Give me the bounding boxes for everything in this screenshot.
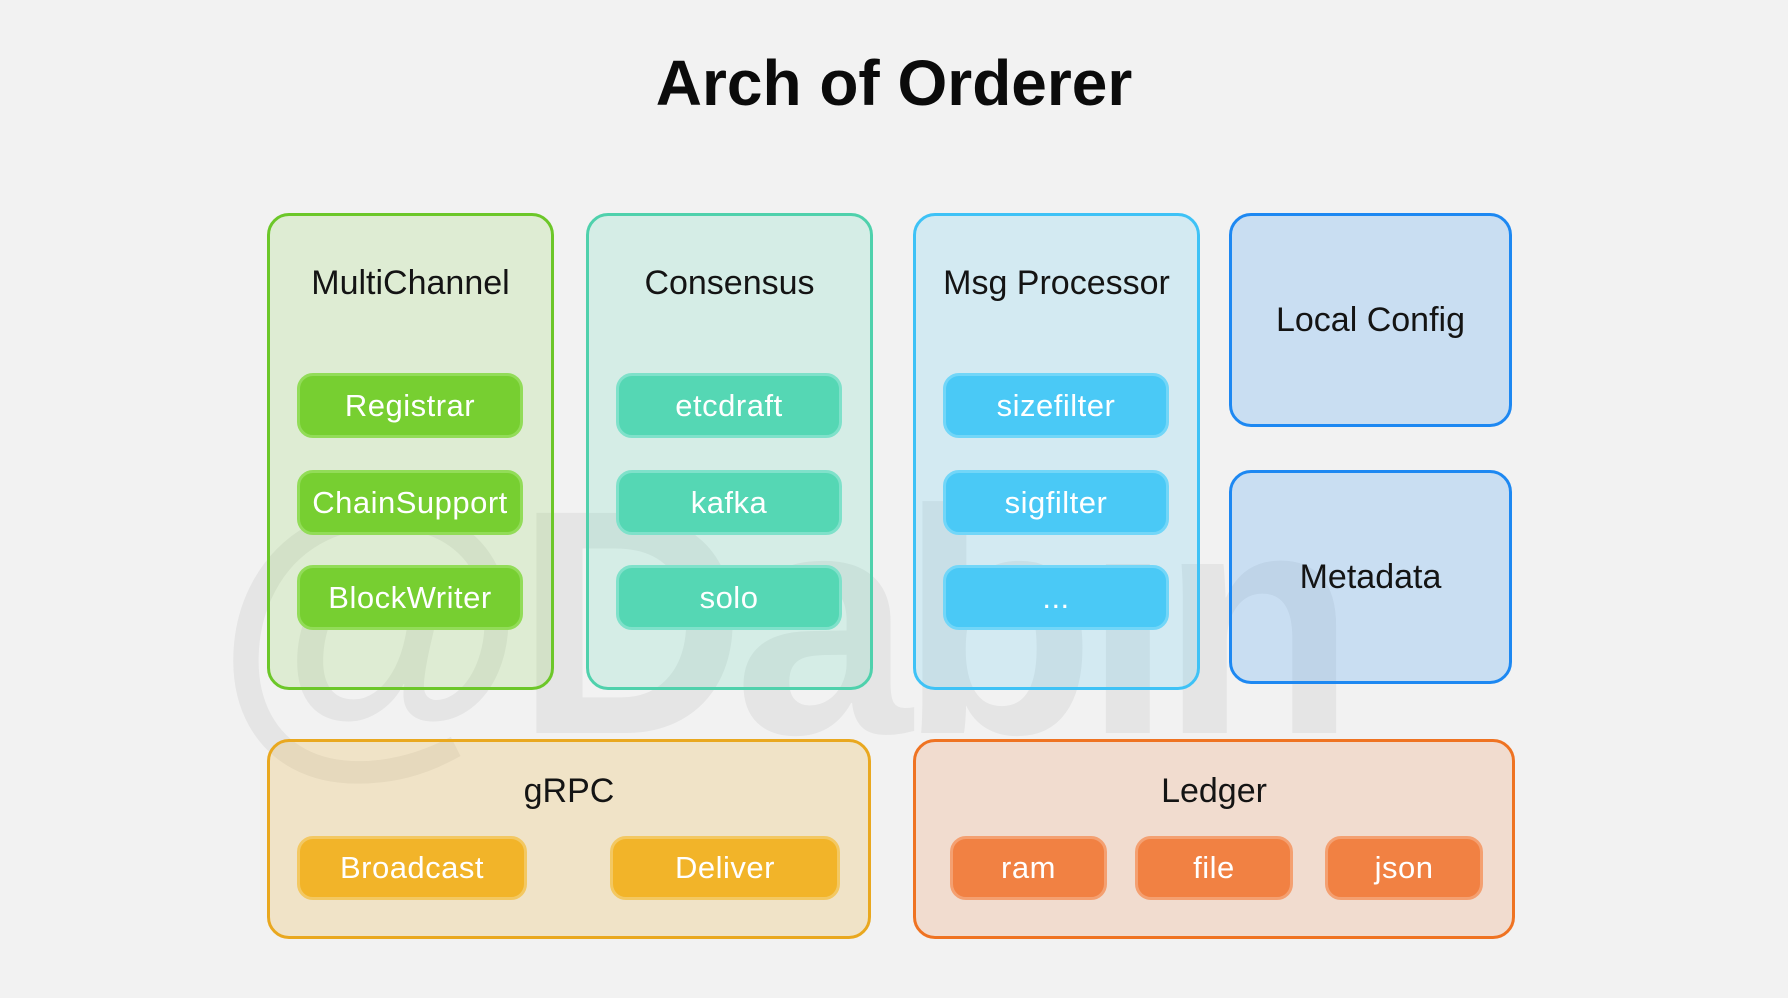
chip-ellipsis: ... (943, 565, 1169, 630)
group-ledger: Ledger ram file json (913, 739, 1515, 939)
group-multichannel: MultiChannel Registrar ChainSupport Bloc… (267, 213, 554, 690)
chip-registrar: Registrar (297, 373, 523, 438)
chip-json: json (1325, 836, 1483, 900)
group-grpc-title: gRPC (523, 772, 615, 810)
group-consensus: Consensus etcdraft kafka solo (586, 213, 873, 690)
chip-etcdraft: etcdraft (616, 373, 842, 438)
chip-chainsupport: ChainSupport (297, 470, 523, 535)
chip-sigfilter: sigfilter (943, 470, 1169, 535)
group-msg-processor: Msg Processor sizefilter sigfilter ... (913, 213, 1200, 690)
group-metadata-title: Metadata (1299, 557, 1442, 596)
group-local-config: Local Config (1229, 213, 1512, 427)
chip-blockwriter: BlockWriter (297, 565, 523, 630)
chip-deliver: Deliver (610, 836, 840, 900)
group-local-config-title: Local Config (1275, 300, 1465, 339)
chip-ram: ram (950, 836, 1107, 900)
group-metadata: Metadata (1229, 470, 1512, 684)
chip-solo: solo (616, 565, 842, 630)
chip-file: file (1135, 836, 1293, 900)
chip-broadcast: Broadcast (297, 836, 527, 900)
group-grpc: gRPC Broadcast Deliver (267, 739, 871, 939)
chip-sizefilter: sizefilter (943, 373, 1169, 438)
chip-kafka: kafka (616, 470, 842, 535)
group-multichannel-title: MultiChannel (311, 264, 510, 302)
group-ledger-title: Ledger (1161, 772, 1267, 810)
diagram-title: Arch of Orderer (655, 47, 1133, 119)
group-msg-processor-title: Msg Processor (943, 264, 1170, 302)
group-consensus-title: Consensus (644, 264, 815, 302)
